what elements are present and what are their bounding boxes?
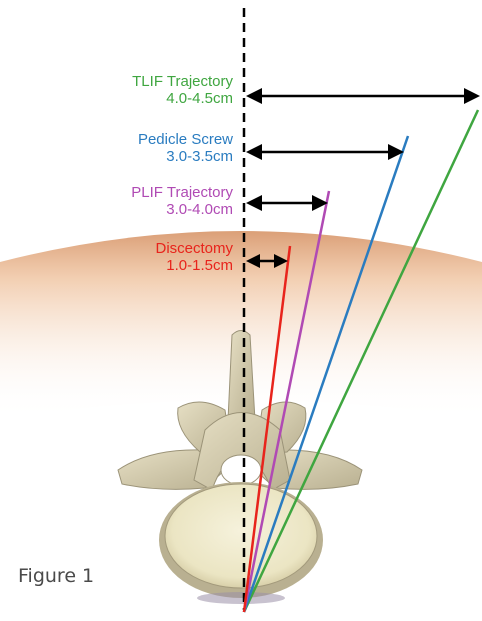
pedicle-arrow <box>246 144 404 160</box>
plif-arrow <box>246 195 328 211</box>
discectomy-range: 1.0-1.5cm <box>166 257 233 274</box>
tlif-label: TLIF Trajectory <box>132 73 233 90</box>
plif-range: 3.0-4.0cm <box>166 201 233 218</box>
figure-caption: Figure 1 <box>18 565 94 587</box>
discectomy-label: Discectomy <box>155 240 233 257</box>
pedicle-label: Pedicle Screw <box>138 131 233 148</box>
tlif-arrow <box>246 88 480 104</box>
tlif-range: 4.0-4.5cm <box>166 90 233 107</box>
plif-label: PLIF Trajectory <box>131 184 233 201</box>
pedicle-range: 3.0-3.5cm <box>166 148 233 165</box>
